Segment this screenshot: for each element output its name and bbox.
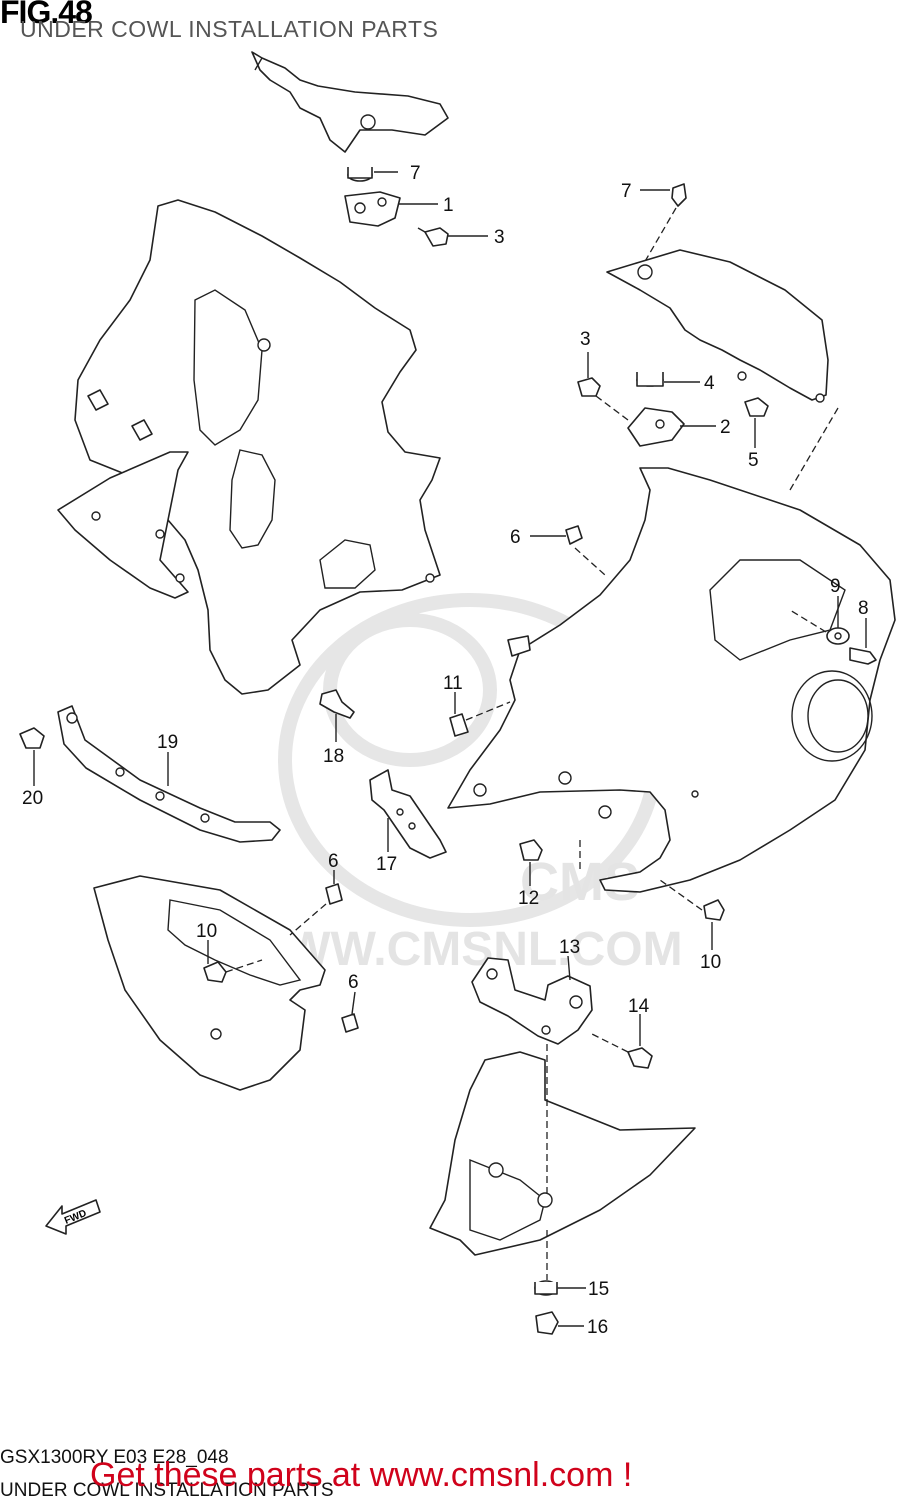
callout-label: 6 xyxy=(510,527,521,548)
callout-label: 6 xyxy=(348,972,359,993)
callout-label: 14 xyxy=(628,996,650,1017)
part-2-bracket xyxy=(627,407,685,447)
part-13-bracket xyxy=(471,957,593,1045)
callout-label: 16 xyxy=(587,1317,608,1338)
part-4-cushion-top xyxy=(347,167,373,182)
callout-label: 3 xyxy=(494,227,505,248)
fwd-label: FWD xyxy=(63,1208,88,1227)
callout-label: 10 xyxy=(700,952,721,973)
callout-label: 10 xyxy=(196,921,217,942)
part-4-cushion-mid xyxy=(636,372,664,387)
part-15-cushion xyxy=(534,1280,558,1296)
part-6-nut-right xyxy=(565,525,606,576)
promo-link[interactable]: Get these parts at www.cmsnl.com ! xyxy=(90,1456,633,1494)
part-upper-inner-bracket xyxy=(251,51,449,153)
footer-subtitle: UNDER COWL INSTALLATION PARTS xyxy=(0,1480,334,1501)
part-6-nut-lower xyxy=(341,1013,359,1033)
callout-label: 9 xyxy=(830,576,841,597)
part-16-bolt xyxy=(535,1311,559,1335)
callout-label: 5 xyxy=(748,450,759,471)
part-11-fastener xyxy=(449,701,511,737)
callout-label: 15 xyxy=(588,1279,609,1300)
part-12-bolt xyxy=(519,839,543,861)
part-18-rivet xyxy=(319,689,355,719)
footer-model-code: GSX1300RY E03 E28_048 xyxy=(0,1447,229,1468)
callout-label: 8 xyxy=(858,598,869,619)
callout-leaders xyxy=(33,171,867,1327)
figure-title: UNDER COWL INSTALLATION PARTS xyxy=(20,16,439,42)
part-5-bolt xyxy=(744,397,769,417)
callout-label: 2 xyxy=(720,417,731,438)
callout-label: 20 xyxy=(22,788,43,809)
callout-label: 17 xyxy=(376,854,397,875)
part-3-bolt-mid xyxy=(577,377,629,421)
part-17-stay xyxy=(369,769,447,859)
callout-label: 19 xyxy=(157,732,178,753)
part-right-side-cowl xyxy=(447,467,896,893)
callout-label: 13 xyxy=(559,937,580,958)
figure-number: FIG.48 xyxy=(0,0,93,30)
part-6-nut-mid xyxy=(289,883,343,936)
callout-label: 7 xyxy=(621,181,632,202)
part-14-bolt xyxy=(591,1033,653,1069)
callout-label: 3 xyxy=(580,329,591,350)
callout-label: 1 xyxy=(443,195,454,216)
part-19-stay xyxy=(57,705,281,843)
callout-label: 18 xyxy=(323,746,344,767)
part-10-bolt-left xyxy=(203,959,263,983)
part-under-cowl xyxy=(429,1044,696,1280)
part-right-upper-cowl xyxy=(606,249,829,403)
part-left-side-cowl xyxy=(74,199,441,695)
fwd-arrow-icon: FWD xyxy=(45,1199,101,1235)
part-8-screw xyxy=(849,647,877,665)
part-3-bolt-top xyxy=(417,227,449,247)
part-9-washer xyxy=(789,609,850,645)
part-left-lower-panel xyxy=(57,451,189,599)
callout-label: 11 xyxy=(443,673,463,694)
part-10-bolt-right xyxy=(659,879,725,921)
callout-label: 12 xyxy=(518,888,539,909)
leader-dash-right xyxy=(789,407,839,491)
part-20-bolt xyxy=(19,727,45,749)
part-lower-left-cowl xyxy=(93,875,326,1091)
callout-label: 4 xyxy=(704,373,715,394)
part-1-bracket xyxy=(344,191,401,227)
callout-label: 6 xyxy=(328,851,339,872)
callout-label: 7 xyxy=(410,163,421,184)
